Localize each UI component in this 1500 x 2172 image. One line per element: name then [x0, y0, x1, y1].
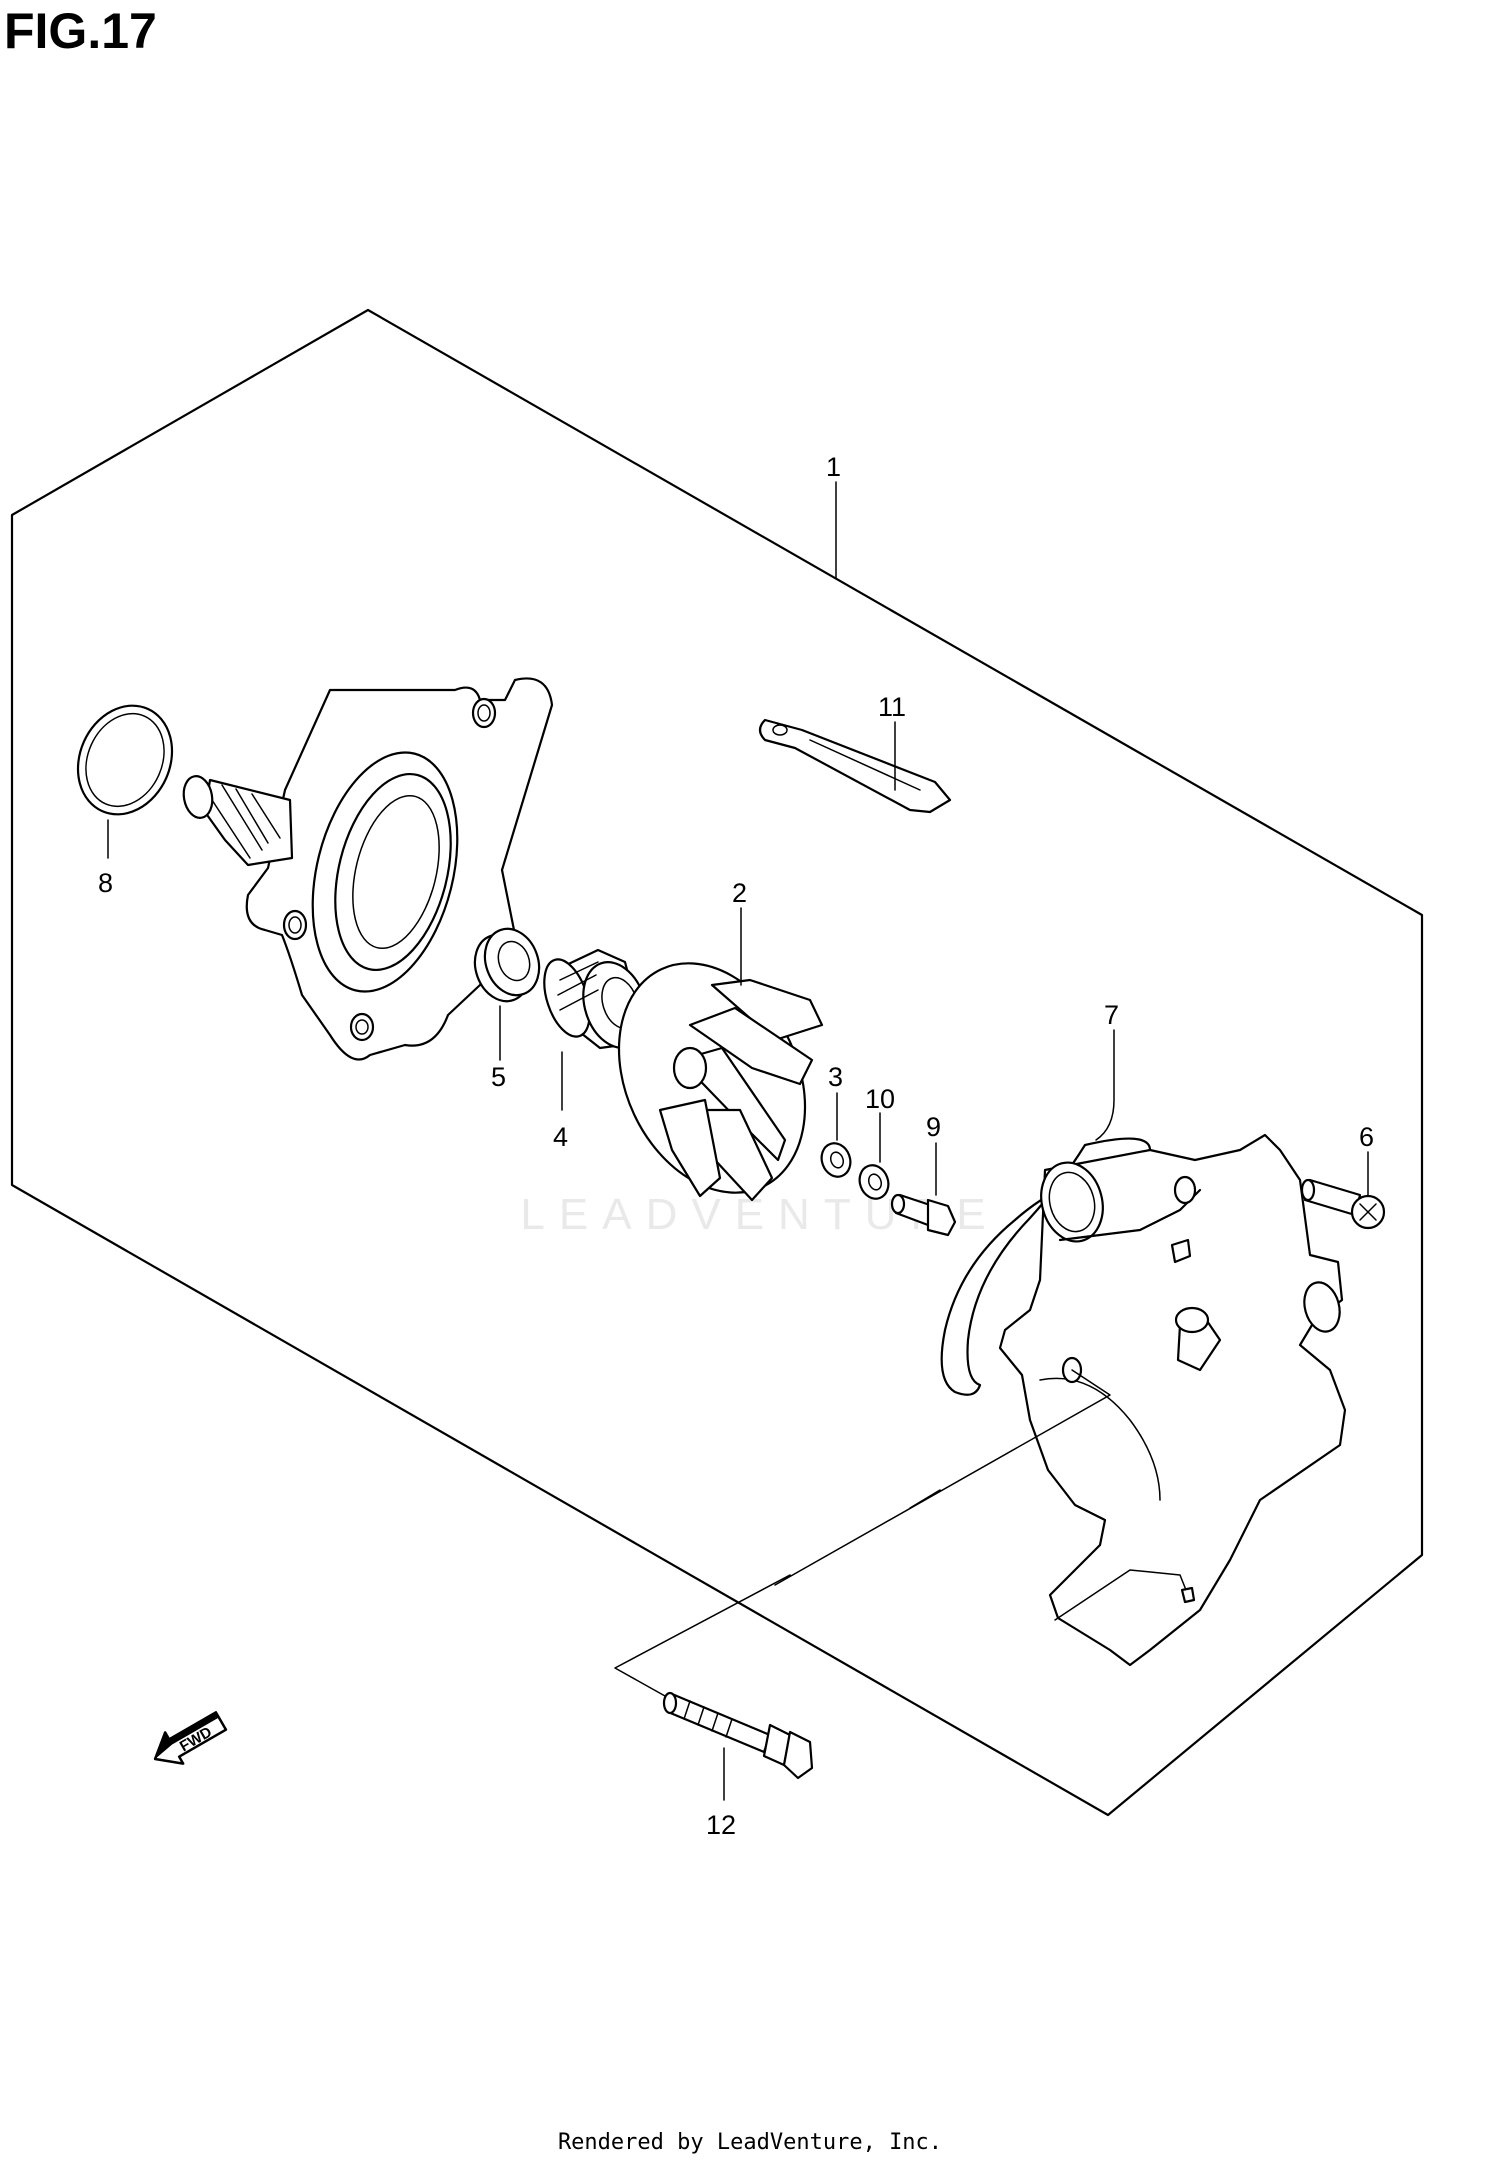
callout-10: 10 [865, 1084, 895, 1114]
bolt-part-12 [662, 1691, 814, 1780]
callout-11: 11 [878, 692, 906, 722]
leader-7 [1095, 1029, 1115, 1141]
footer-credit: Rendered by LeadVenture, Inc. [557, 2130, 943, 2155]
callout-5: 5 [491, 1062, 506, 1092]
figure-title: FIG.17 [4, 3, 157, 59]
callout-8: 8 [98, 868, 113, 898]
leader-housing-to-12 [614, 1369, 1111, 1697]
pump-cover-part [182, 677, 554, 1061]
callout-labels: 1 2 3 4 5 6 7 8 9 10 11 12 [98, 452, 1374, 1840]
callout-2: 2 [732, 878, 747, 908]
bolt-part-6 [1300, 1178, 1386, 1230]
callout-6: 6 [1359, 1122, 1374, 1152]
oil-seal-part [473, 927, 541, 1003]
fwd-arrow-icon: FWD [153, 1711, 228, 1765]
leader-lines [107, 481, 1369, 1801]
assembly-outline [10, 308, 1424, 1817]
callout-9: 9 [926, 1112, 941, 1142]
callout-3: 3 [828, 1062, 843, 1092]
mechanical-seal-part [543, 948, 648, 1050]
clamp-part [758, 718, 952, 814]
callout-7: 7 [1104, 1000, 1119, 1030]
impeller-part [617, 962, 824, 1202]
o-ring-part [76, 704, 174, 816]
callout-12: 12 [706, 1810, 736, 1840]
callout-4: 4 [553, 1122, 568, 1152]
bolt-part-9 [890, 1193, 957, 1237]
washer-part-10 [858, 1164, 890, 1200]
callout-1: 1 [826, 452, 841, 482]
washer-part-3 [820, 1142, 852, 1178]
pump-housing-part [998, 1133, 1347, 1667]
